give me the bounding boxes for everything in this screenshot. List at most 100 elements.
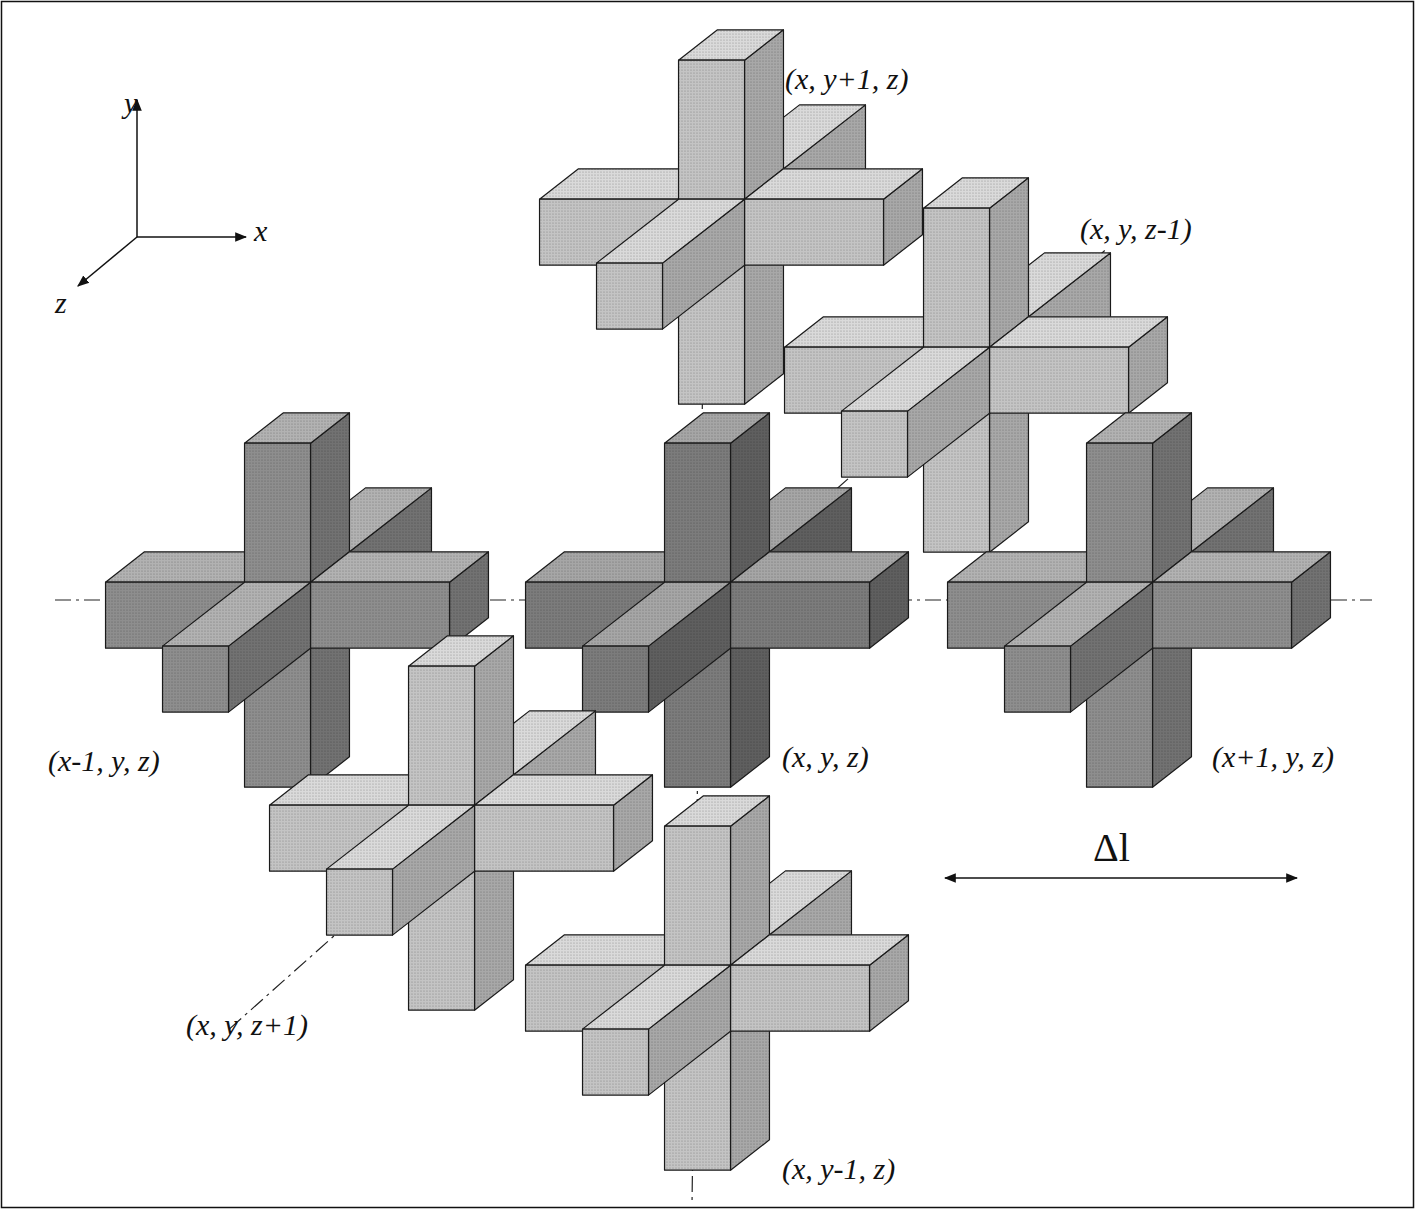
bar-face	[327, 805, 475, 869]
bar-face-stipple	[583, 582, 731, 646]
bar-face	[731, 552, 909, 582]
bar-face	[665, 443, 731, 582]
bar-face-stipple	[990, 317, 1168, 347]
bar-face	[163, 646, 229, 712]
bar-face	[1005, 646, 1071, 712]
bar-face-stipple	[475, 805, 614, 871]
bar-face	[409, 666, 475, 805]
bar-face-stipple	[924, 208, 990, 347]
bar-face	[245, 413, 350, 443]
bar-face-stipple	[1087, 413, 1192, 443]
bar-face	[665, 796, 770, 826]
bar-face	[924, 208, 990, 347]
axis-label: y	[124, 86, 137, 119]
bar-face-stipple	[665, 413, 770, 443]
bar-face	[665, 826, 731, 965]
bar-face	[924, 178, 1029, 208]
bar-face-stipple	[842, 347, 990, 411]
bar-face	[597, 263, 663, 329]
bar-face-stipple	[731, 582, 870, 648]
bar-face	[745, 199, 884, 265]
bar-face-stipple	[245, 443, 311, 582]
bar-face-stipple	[311, 582, 450, 648]
bar-face	[327, 869, 393, 935]
bar-face	[990, 347, 1129, 413]
bar-face	[731, 582, 870, 648]
bar-face-stipple	[1087, 443, 1153, 582]
bar-face-stipple	[475, 775, 653, 805]
bar-face-stipple	[665, 443, 731, 582]
bar-face	[731, 935, 909, 965]
tlm-node-cross	[540, 30, 923, 404]
bar-face	[583, 582, 731, 646]
bar-face	[1153, 552, 1331, 582]
bar-face-stipple	[679, 30, 784, 60]
coordinate-label: (x, y-1, z)	[782, 1152, 895, 1185]
bar-face	[990, 317, 1168, 347]
bar-face	[1153, 582, 1292, 648]
bar-face-stipple	[597, 199, 745, 263]
bar-face	[1005, 582, 1153, 646]
bar-face-stipple	[745, 169, 923, 199]
bar-face-stipple	[665, 796, 770, 826]
tlm-node-cross	[948, 413, 1331, 787]
bar-face	[745, 169, 923, 199]
bar-face-stipple	[163, 582, 311, 646]
bar-face-stipple	[409, 666, 475, 805]
coordinate-label: (x, y, z+1)	[186, 1008, 308, 1041]
bar-face-stipple	[245, 413, 350, 443]
bar-face	[583, 1029, 649, 1095]
bar-face	[245, 443, 311, 582]
axes-symbol	[78, 100, 246, 286]
bar-face	[731, 965, 870, 1031]
bar-face	[475, 775, 653, 805]
bar-face	[597, 199, 745, 263]
bar-face-stipple	[731, 935, 909, 965]
bar-face	[163, 582, 311, 646]
bar-face-stipple	[311, 552, 489, 582]
coordinate-label: (x+1, y, z)	[1212, 740, 1334, 773]
bar-face	[842, 411, 908, 477]
bar-face-stipple	[665, 826, 731, 965]
bar-face-stipple	[409, 636, 514, 666]
bar-face-stipple	[327, 869, 393, 935]
bar-face	[842, 347, 990, 411]
coordinate-label: (x, y, z)	[782, 740, 869, 773]
bar-face	[583, 965, 731, 1029]
bar-face	[583, 646, 649, 712]
coordinate-label: (x-1, y, z)	[48, 744, 160, 777]
dimension-label: Δl	[1093, 826, 1130, 870]
bar-face-stipple	[679, 60, 745, 199]
bar-face-stipple	[1153, 552, 1331, 582]
bar-face-stipple	[163, 646, 229, 712]
bar-face-stipple	[1005, 582, 1153, 646]
grid-axes	[55, 45, 1372, 1205]
bar-face-stipple	[731, 965, 870, 1031]
coordinate-label: (x, y, z-1)	[1080, 212, 1192, 245]
bar-face-stipple	[583, 1029, 649, 1095]
bar-face	[1087, 413, 1192, 443]
bar-face-stipple	[1153, 582, 1292, 648]
axis-label: z	[55, 286, 67, 319]
bar-face	[311, 552, 489, 582]
bar-face-stipple	[745, 199, 884, 265]
bar-face-stipple	[990, 347, 1129, 413]
bar-face	[311, 582, 450, 648]
coordinate-label: (x, y+1, z)	[785, 62, 909, 95]
bar-face-stipple	[327, 805, 475, 869]
bar-face-stipple	[924, 178, 1029, 208]
bar-face-stipple	[1005, 646, 1071, 712]
bar-face-stipple	[583, 965, 731, 1029]
axis-label: x	[254, 214, 267, 247]
bar-face	[409, 636, 514, 666]
bar-face-stipple	[842, 411, 908, 477]
bar-face	[679, 60, 745, 199]
dimension-arrow	[945, 877, 1297, 879]
bar-face-stipple	[583, 646, 649, 712]
bar-face	[679, 30, 784, 60]
bar-face	[475, 805, 614, 871]
bar-face-stipple	[731, 552, 909, 582]
tlm-node-cross	[270, 636, 653, 1010]
